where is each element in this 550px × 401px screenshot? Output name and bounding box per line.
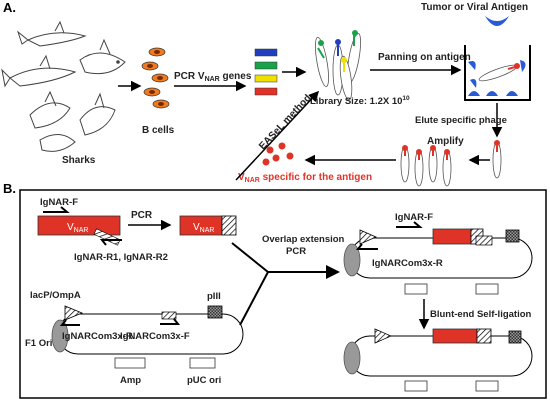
elute-label: Elute specific phage xyxy=(415,115,507,126)
lacp-label: lacP/OmpA xyxy=(30,290,81,301)
com3xr-left-label: IgNARCom3x-R xyxy=(62,331,133,342)
amplified-phages xyxy=(400,145,452,187)
f1-ori-label: F1 Ori xyxy=(25,338,52,349)
f1-ori xyxy=(51,319,69,353)
shark-icon xyxy=(79,38,126,75)
primer-arrow-ignar-f-right xyxy=(396,221,423,228)
overlap-merge-arrows xyxy=(231,242,340,326)
com3x-hatch xyxy=(161,311,177,320)
puc-ori-label: pUC ori xyxy=(187,375,221,386)
blunt-label: Blunt-end Self-ligation xyxy=(430,309,532,320)
section-b-label: B. xyxy=(3,181,16,196)
primer-arrow-r1-r2 xyxy=(99,239,122,246)
primer-arrow-ignar-f xyxy=(43,206,70,213)
easel-label: EASeL method xyxy=(257,93,313,152)
com3xr-right-label: IgNARCom3x-R xyxy=(372,258,443,269)
panning-well xyxy=(464,45,531,101)
sharks-label: Sharks xyxy=(62,155,96,166)
panning-label: Panning on antigen xyxy=(378,52,471,63)
antigen-icon xyxy=(485,16,509,26)
shark-icon xyxy=(29,90,71,129)
shark-icon xyxy=(39,134,76,152)
sharks-illustration xyxy=(1,20,126,152)
primer-arrow-com3xf-left xyxy=(160,318,181,325)
vnar-specific-label: VNAR specific for the antigen xyxy=(238,172,372,184)
shark-icon xyxy=(79,92,116,136)
ignar-f-top-label: IgNAR-F xyxy=(40,197,78,208)
vnar-gene-bars xyxy=(254,48,278,96)
amp-gene xyxy=(114,357,146,369)
pcr-label-b: PCR xyxy=(131,210,153,221)
puc-ori xyxy=(189,357,216,369)
overlap-plasmid xyxy=(343,228,533,295)
vector-plasmid xyxy=(51,305,244,369)
com3xf-left-label: IgNARCom3x-F xyxy=(120,331,190,342)
pcr-vnar-genes-label: PCR VNAR genes xyxy=(174,71,252,83)
antigen-label: Tumor or Viral Antigen xyxy=(421,2,528,13)
piii-label: pIII xyxy=(207,291,221,302)
library-size-label: Library Size: 1.2X 1010 xyxy=(310,95,410,107)
gene-bar-blue xyxy=(254,48,278,57)
phage-particle xyxy=(478,64,518,82)
amp-label: Amp xyxy=(120,375,141,386)
b-cells-label: B cells xyxy=(142,125,175,136)
b-cells xyxy=(141,47,170,109)
arrow-easel xyxy=(235,90,320,181)
phage-library xyxy=(315,30,361,101)
gene-bar-yellow xyxy=(254,74,278,83)
gene-bar-red xyxy=(254,87,278,96)
section-b-frame xyxy=(19,189,547,399)
eluted-phage xyxy=(492,140,502,179)
shark-icon xyxy=(1,54,77,88)
ignar-f-right-label: IgNAR-F xyxy=(395,212,433,223)
primer-arrow-com3xr-left xyxy=(59,319,80,326)
lacp-promoter xyxy=(64,305,84,321)
shark-icon xyxy=(16,20,87,47)
overlap-label-1: Overlap extension xyxy=(262,234,345,245)
overlap-label-2: PCR xyxy=(286,246,306,257)
pcr-product-label: VNAR xyxy=(193,222,214,234)
pcr-product-hatch xyxy=(221,215,237,236)
final-plasmid xyxy=(343,328,533,392)
vnar-specific-dots xyxy=(262,142,294,166)
r1r2-label: IgNAR-R1, IgNAR-R2 xyxy=(74,252,168,263)
piii-gene xyxy=(207,305,223,319)
vnar-fragment-label: VNAR xyxy=(67,222,88,234)
amplify-label: Amplify xyxy=(427,136,464,147)
section-a-label: A. xyxy=(3,0,16,15)
primer-arrow-com3xr-right xyxy=(355,243,378,250)
gene-bar-green xyxy=(254,61,278,70)
